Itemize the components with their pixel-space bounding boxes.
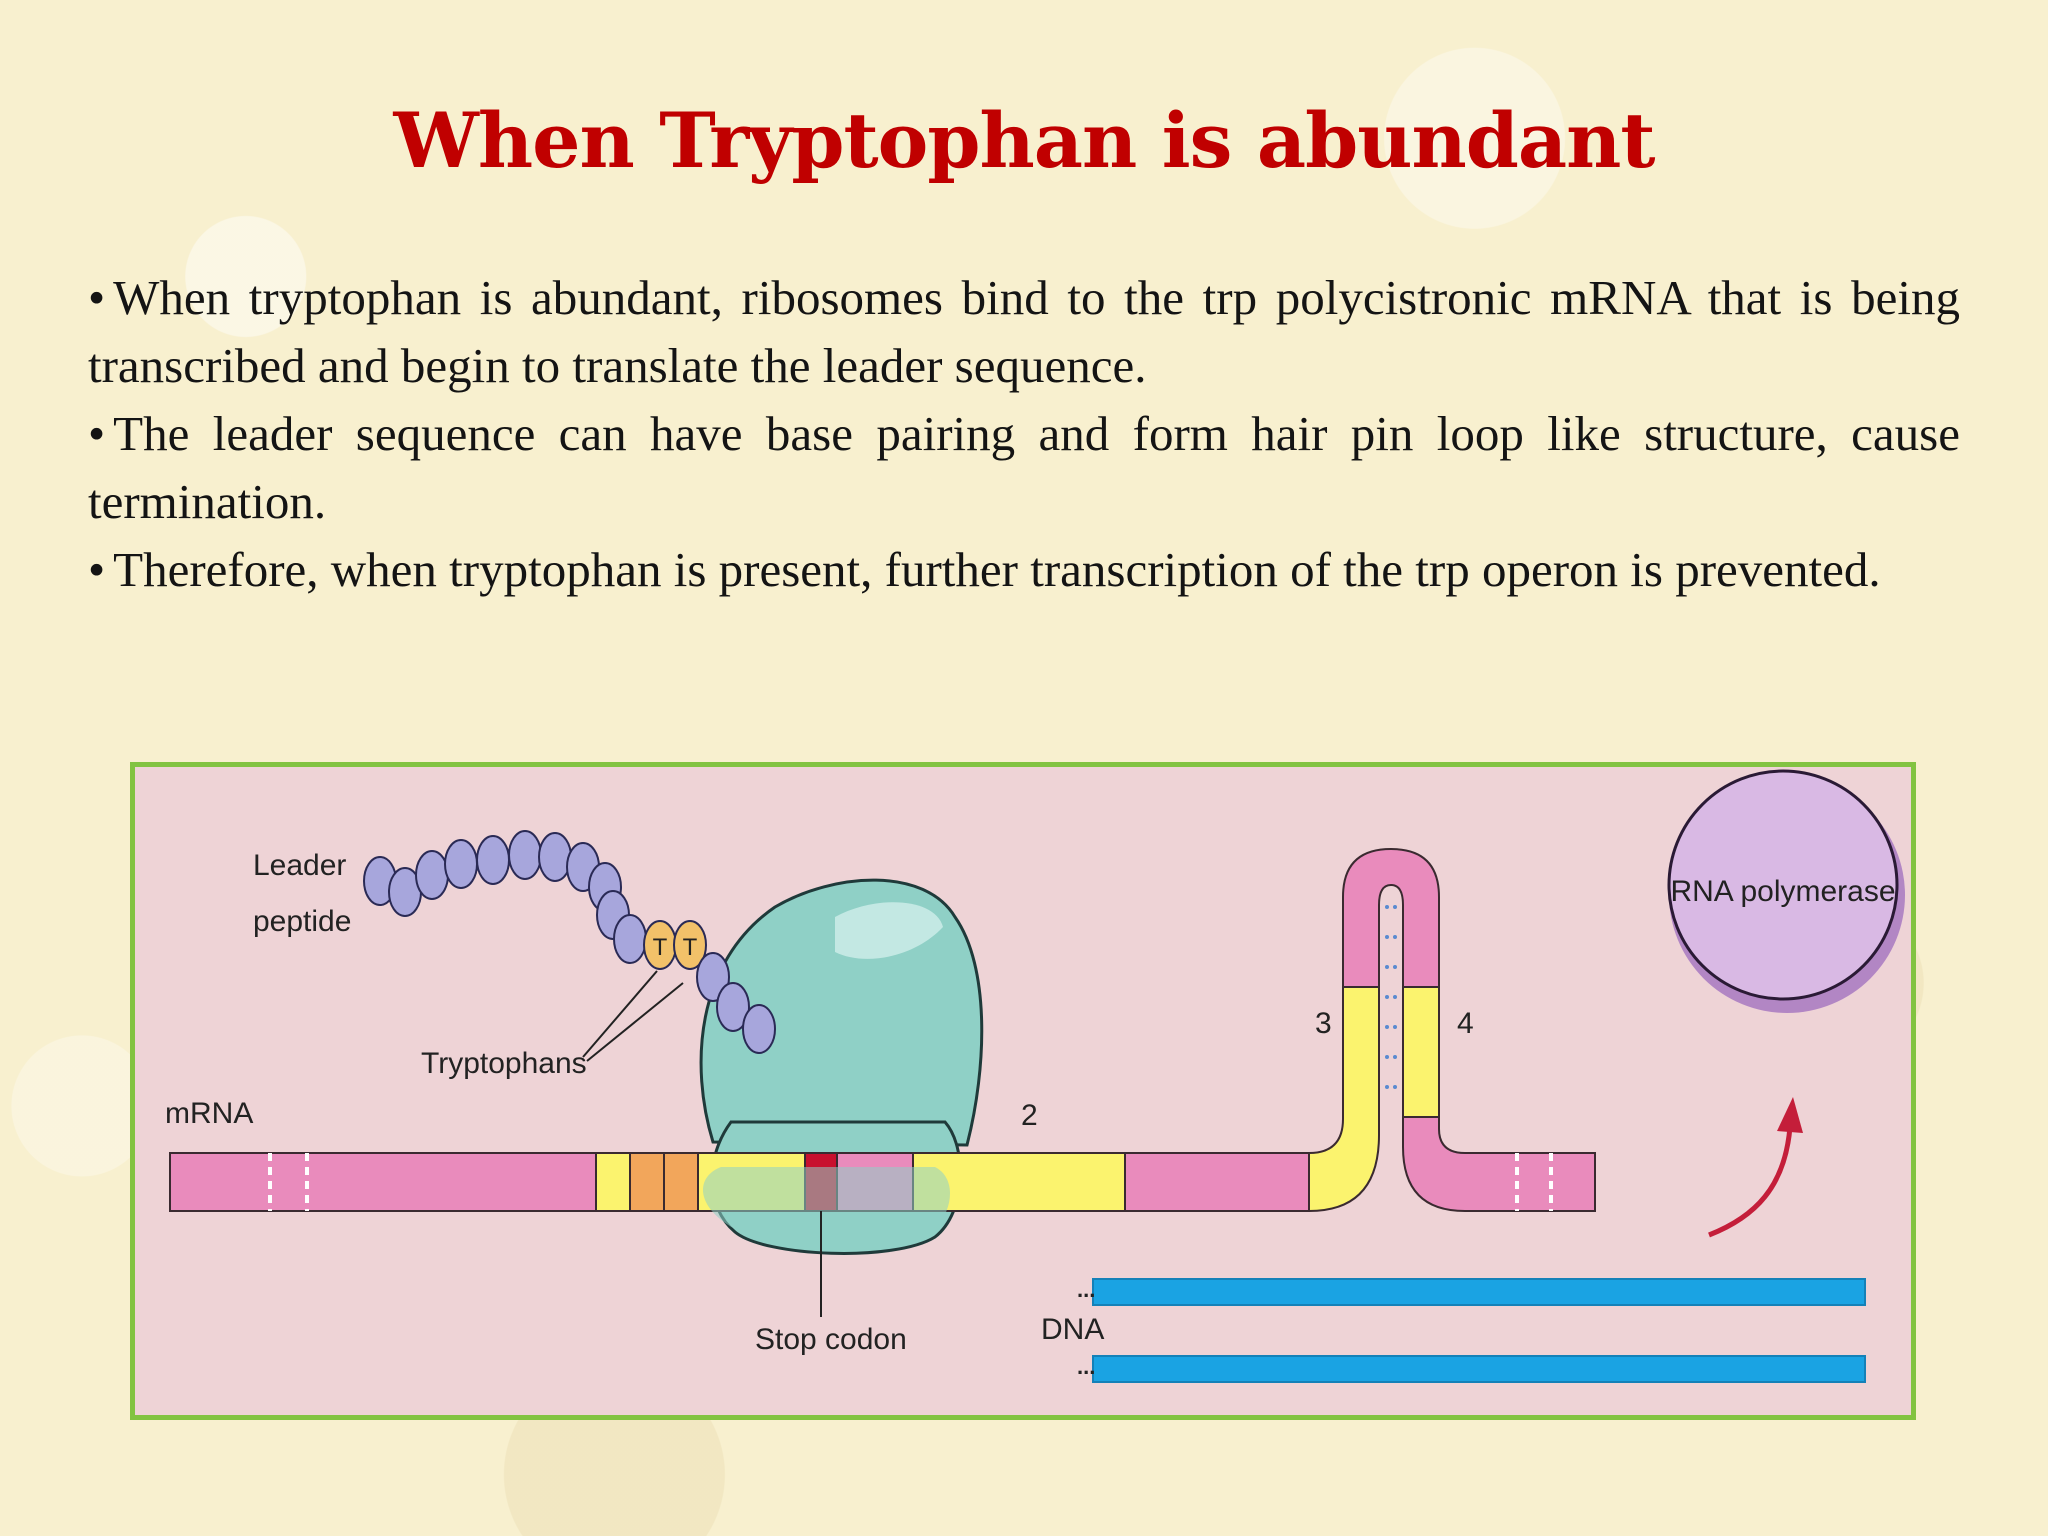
amino-acid — [538, 832, 572, 882]
amino-acid — [476, 835, 510, 885]
bullet-text: When tryptophan is abundant, ribosomes b… — [88, 270, 1960, 393]
mrna-leader-yellow — [595, 1152, 631, 1212]
dna-ellipsis-bottom: ... — [1077, 1354, 1095, 1379]
ribosome-highlight — [835, 902, 943, 959]
amino-acid — [742, 1004, 776, 1054]
movement-arrow — [1708, 1097, 1803, 1238]
bullet-item: •When tryptophan is abundant, ribosomes … — [88, 264, 1960, 400]
leader-peptide: T T — [363, 830, 776, 1054]
tryptophans-pointer — [586, 982, 684, 1062]
rna-polymerase — [1667, 769, 1905, 1013]
bullet-text: Therefore, when tryptophan is present, f… — [113, 542, 1881, 597]
mrna-region-4 — [1402, 986, 1440, 1118]
bullet-item: •The leader sequence can have base pairi… — [88, 400, 1960, 536]
dna-strand-top — [1092, 1278, 1866, 1306]
leader-peptide-label-1: Leader — [253, 849, 346, 882]
bullet-item: •Therefore, when tryptophan is present, … — [88, 536, 1960, 604]
base-pairing-dots — [1385, 905, 1397, 1089]
arrow-shaft — [1708, 1126, 1793, 1238]
bullet-text: The leader sequence can have base pairin… — [88, 406, 1960, 529]
trp-codon — [629, 1152, 665, 1212]
hairpin-loop — [1342, 847, 1440, 988]
slide-title: When Tryptophan is abundant — [393, 96, 1656, 185]
amino-acid — [508, 830, 542, 880]
trp-codon — [663, 1152, 699, 1212]
dna-ellipsis-top: ... — [1077, 1277, 1095, 1302]
region-2-label: 2 — [1021, 1099, 1038, 1132]
amino-acid — [613, 914, 647, 964]
dna-strand-bottom — [1092, 1355, 1866, 1383]
dna-strands: ... ... — [1077, 1277, 1866, 1383]
leader-peptide-label-2: peptide — [253, 905, 351, 938]
amino-acid — [716, 982, 750, 1032]
bullet-list: •When tryptophan is abundant, ribosomes … — [88, 264, 1960, 604]
tryptophan-residue — [673, 920, 707, 970]
mrna-label: mRNA — [165, 1097, 253, 1130]
tryptophans-pointer — [582, 970, 658, 1058]
tryptophan-label: T — [683, 934, 698, 961]
tryptophans-label: Tryptophans — [421, 1047, 587, 1080]
mrna-region-3 — [1308, 986, 1380, 1213]
diagram-background — [135, 767, 1911, 1415]
mrna-segment-3prime — [1402, 1116, 1596, 1212]
amino-acid — [415, 850, 449, 900]
arrow-head — [1777, 1097, 1803, 1133]
region-3-label: 3 — [1315, 1007, 1332, 1040]
bullet-marker: • — [88, 406, 106, 461]
mrna-spacer — [1124, 1152, 1310, 1212]
amino-acid — [444, 839, 478, 889]
rna-polymerase-body — [1667, 769, 1899, 1001]
mrna-segment-5prime — [169, 1152, 597, 1212]
ribosome-front-lip — [702, 1167, 950, 1229]
dna-label: DNA — [1041, 1313, 1104, 1346]
tryptophan-label: T — [653, 934, 668, 961]
bullet-marker: • — [88, 542, 106, 597]
region-4-label: 4 — [1457, 1007, 1474, 1040]
stop-codon-label: Stop codon — [755, 1323, 907, 1356]
bullet-marker: • — [88, 270, 106, 325]
rna-polymerase-label: RNA polymerase — [1670, 875, 1895, 908]
attenuation-diagram: ... ... — [130, 762, 1916, 1420]
diagram-canvas: ... ... — [135, 767, 1911, 1415]
amino-acid — [696, 952, 730, 1002]
